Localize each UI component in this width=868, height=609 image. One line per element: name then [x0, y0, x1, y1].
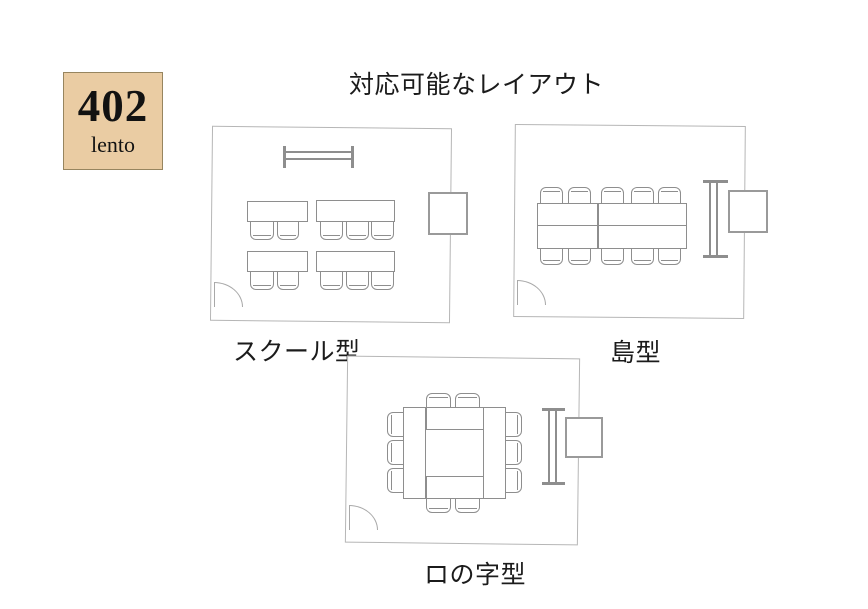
chair	[346, 220, 369, 240]
chair	[568, 187, 591, 205]
door-leaf	[214, 282, 215, 307]
chair	[504, 412, 522, 437]
chair	[277, 220, 299, 240]
page-title: 対応可能なレイアウト	[349, 71, 605, 99]
chair	[568, 247, 591, 265]
door-swing-icon	[517, 280, 546, 305]
layout-label-island: 島型	[610, 339, 662, 367]
chair	[346, 270, 369, 290]
chair	[371, 270, 394, 290]
door-arc	[349, 505, 378, 530]
chair	[658, 247, 681, 265]
chair	[601, 247, 624, 265]
table	[598, 203, 687, 226]
table	[483, 407, 506, 499]
layout-label-open-square: ロの字型	[424, 561, 527, 589]
screen-icon	[728, 190, 768, 233]
door-leaf	[349, 505, 350, 530]
room-badge: 402 lento	[63, 72, 163, 170]
table	[403, 407, 426, 499]
chair	[320, 220, 343, 240]
table	[537, 225, 598, 249]
chair	[504, 468, 522, 493]
table	[537, 203, 598, 226]
chair	[540, 247, 563, 265]
chair	[250, 220, 274, 240]
chair	[426, 497, 451, 513]
layout-school-diagram	[209, 125, 468, 324]
door-arc	[214, 282, 243, 307]
whiteboard-icon	[283, 146, 354, 168]
table	[247, 201, 308, 222]
chair	[320, 270, 343, 290]
layout-open-square-diagram	[344, 355, 603, 546]
chair	[371, 220, 394, 240]
chair	[455, 497, 480, 513]
screen-icon	[565, 417, 603, 458]
room-number: 402	[77, 81, 149, 132]
table	[247, 251, 308, 272]
chair	[631, 247, 654, 265]
door-swing-icon	[214, 282, 243, 307]
table	[426, 476, 484, 499]
table	[316, 251, 395, 272]
layout-label-school: スクール型	[233, 338, 361, 366]
table	[598, 225, 687, 249]
chair	[504, 440, 522, 465]
screen-icon	[428, 192, 468, 235]
chair	[250, 270, 274, 290]
table	[426, 407, 484, 430]
door-arc	[517, 280, 546, 305]
door-swing-icon	[349, 505, 378, 530]
chair	[277, 270, 299, 290]
layout-island-diagram	[513, 123, 768, 320]
room-name: lento	[91, 132, 135, 158]
whiteboard-icon	[703, 180, 728, 258]
table	[316, 200, 395, 222]
door-leaf	[517, 280, 518, 305]
whiteboard-icon	[542, 408, 565, 485]
